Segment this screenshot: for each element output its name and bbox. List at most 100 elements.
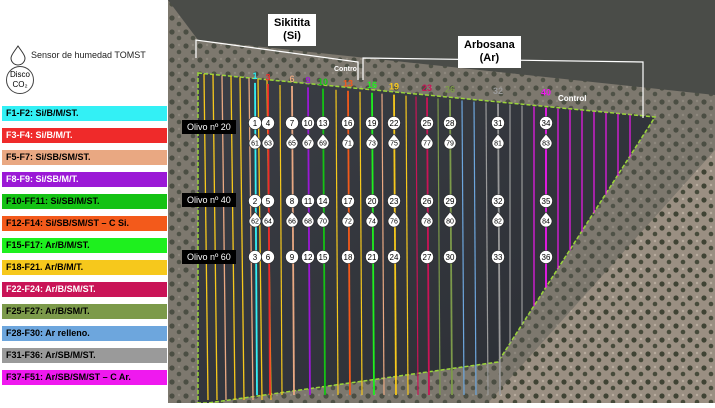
co2-disc-marker: 66 [285,211,299,228]
co2-disc-marker: 79 [443,133,457,150]
row-line [405,95,409,396]
control-label-ar: Control [558,94,587,103]
moisture-sensor-marker: 27 [420,250,434,264]
row-line-32 [497,103,501,396]
moisture-sensor-marker: 5 [261,194,275,208]
co2-disc-marker: 61 [248,133,262,150]
co2-disc-number: 77 [423,141,431,148]
co2-disc-number: 82 [494,219,502,226]
moisture-sensor-marker: 34 [539,116,553,130]
disc-co2-label: CO₂ [12,80,28,89]
co2-disc-number: 66 [288,219,296,226]
droplet-icon [10,45,26,66]
moisture-sensor-number: 6 [266,253,271,262]
moisture-sensor-number: 27 [423,253,432,262]
moisture-sensor-number: 14 [319,197,328,206]
co2-disc-number: 72 [344,219,352,226]
moisture-sensor-marker: 24 [387,250,401,264]
moisture-sensor-number: 9 [290,253,295,262]
moisture-sensor-number: 10 [304,119,313,128]
moisture-sensor-number: 8 [290,197,295,206]
moisture-sensor-marker: 7 [285,116,299,130]
row-number-label: 40 [541,88,551,98]
co2-disc-number: 71 [344,141,352,148]
row-line [415,96,419,396]
moisture-sensor-marker: 4 [261,116,275,130]
moisture-sensor-number: 12 [304,253,313,262]
region-title-arbosana: Arbosana (Ar) [458,36,521,68]
co2-disc-number: 69 [319,141,327,148]
moisture-sensor-marker: 12 [301,250,315,264]
control-label-si: Control [334,66,359,73]
co2-disc-number: 70 [319,219,327,226]
moisture-sensor-number: 32 [494,197,503,206]
moisture-sensor-number: 16 [344,119,353,128]
row-line [359,91,363,396]
moisture-sensor-marker: 32 [491,194,505,208]
moisture-sensor-marker: 19 [365,116,379,130]
moisture-sensor-number: 28 [446,119,455,128]
row-line [257,78,263,401]
moisture-sensor-marker: 17 [341,194,355,208]
row-number-label: 9 [305,76,310,86]
moisture-sensor-number: 26 [423,197,432,206]
moisture-sensor-marker: 18 [341,250,355,264]
moisture-sensor-number: 29 [446,197,455,206]
co2-disc-number: 63 [264,141,272,148]
co2-disc-marker: 76 [387,211,401,228]
co2-disc-number: 80 [446,219,454,226]
moisture-sensor-number: 24 [390,253,399,262]
moisture-sensor-marker: 1 [248,116,262,130]
moisture-sensor-marker: 33 [491,250,505,264]
co2-disc-marker: 67 [301,133,315,150]
co2-disc-number: 81 [494,141,502,148]
legend-item: F28-F30: Ar relleno. [2,326,167,341]
moisture-sensor-marker: 3 [248,250,262,264]
co2-disc-marker: 82 [491,211,505,228]
moisture-sensor-number: 21 [368,253,377,262]
moisture-sensor-number: 2 [253,197,258,206]
legend-item: F8-F9: Si/SB/M/T. [2,172,167,187]
co2-disc-marker: 72 [341,211,355,228]
row-line [485,102,489,396]
moisture-sensor-marker: 28 [443,116,457,130]
moisture-sensor-number: 5 [266,197,271,206]
moisture-sensor-marker: 21 [365,250,379,264]
moisture-sensor-number: 19 [368,119,377,128]
row-line [279,84,283,396]
co2-disc-number: 76 [390,219,398,226]
co2-disc-number: 74 [368,219,376,226]
legend-item: F1-F2: Si/B/M/ST. [2,106,167,121]
co2-disc-number: 62 [251,219,259,226]
moisture-sensor-marker: 35 [539,194,553,208]
co2-disc-marker: 80 [443,211,457,228]
moisture-sensor-number: 31 [494,119,503,128]
moisture-sensor-number: 35 [542,197,551,206]
olivo-label-60: Olivo nº 60 [182,250,236,264]
co2-disc-marker: 73 [365,133,379,150]
co2-disc-marker: 63 [261,133,275,150]
co2-disc-marker: 69 [316,133,330,150]
co2-disc-number: 83 [542,141,550,148]
moisture-sensor-marker: 36 [539,250,553,264]
moisture-sensor-number: 25 [423,119,432,128]
olivo-label-20: Olivo nº 20 [182,120,236,134]
row-line [239,77,245,401]
moisture-sensor-marker: 6 [261,250,275,264]
moisture-sensor-marker: 31 [491,116,505,130]
co2-disc-marker: 65 [285,133,299,150]
legend-item: F15-F17: Ar/B/M/ST. [2,238,167,253]
legend-item: F12-F14: Si/SB/SM/ST – C Si. [2,216,167,231]
legend-item: F5-F7: Si/SB/SM/ST. [2,150,167,165]
region-code: (Si) [283,30,301,42]
legend-item: F22-F24: Ar/B/SM/ST. [2,282,167,297]
moisture-sensor-number: 20 [368,197,377,206]
moisture-sensor-number: 13 [319,119,328,128]
co2-disc-icon: Disco CO₂ [6,66,34,94]
region-code: (Ar) [479,52,500,64]
legend-panel: Sensor de humedad TOMST Disco CO₂ F1-F2:… [0,0,175,403]
moisture-sensor-number: 36 [542,253,551,262]
moisture-sensor-marker: 13 [316,116,330,130]
legend-item: F37-F51: Ar/SB/SM/ST – C Ar. [2,370,167,385]
co2-disc-number: 61 [251,141,259,148]
